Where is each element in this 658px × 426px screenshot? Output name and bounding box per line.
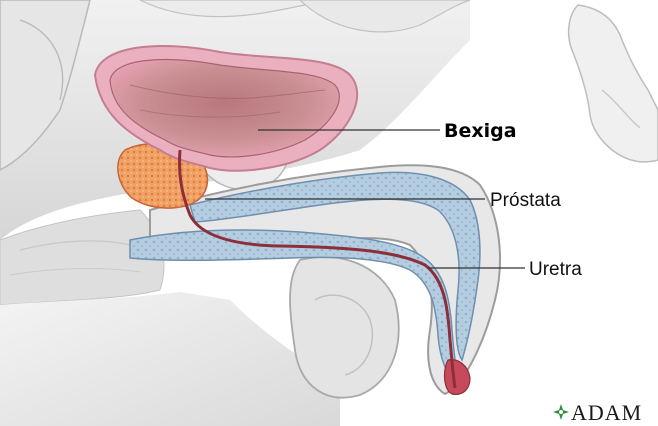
adam-star-icon xyxy=(553,404,569,420)
body-outline-inset xyxy=(569,5,658,162)
label-prostate: Próstata xyxy=(490,190,561,211)
testis xyxy=(290,257,399,398)
label-urethra: Uretra xyxy=(529,259,582,280)
adam-logo: ADAM xyxy=(553,400,642,425)
label-bladder: Bexiga xyxy=(444,120,517,142)
adam-logo-text: ADAM xyxy=(571,400,642,425)
